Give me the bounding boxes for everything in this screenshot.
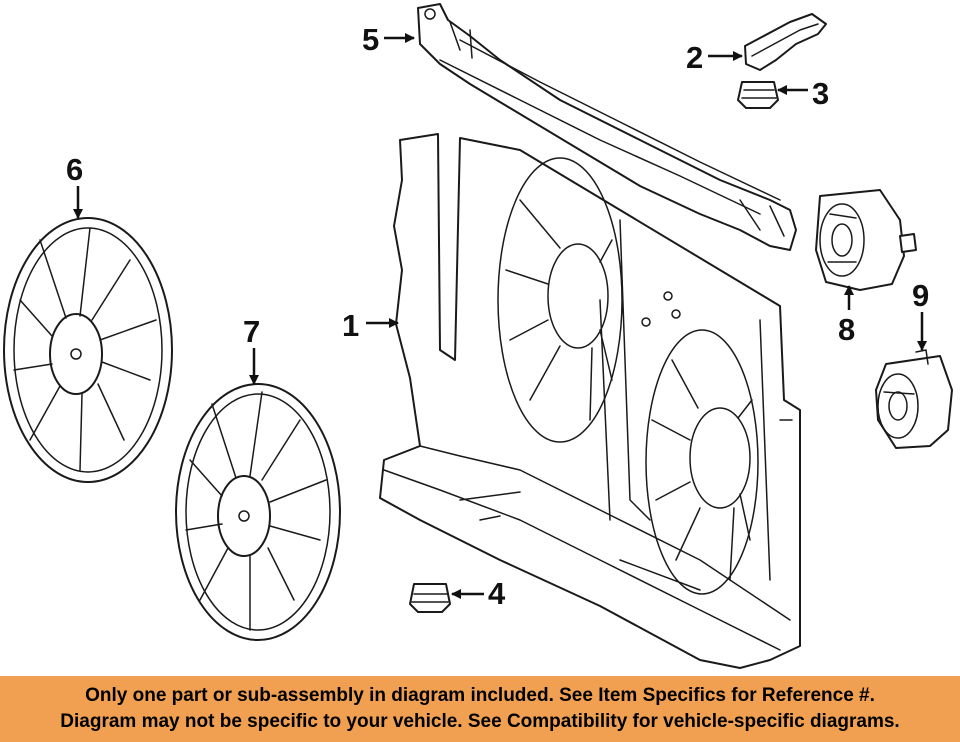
callout-9: 9: [912, 278, 929, 313]
disclaimer-line-1: Only one part or sub-assembly in diagram…: [85, 685, 875, 706]
callout-1: 1: [342, 308, 359, 343]
fan-motor-lower: [875, 349, 953, 449]
disclaimer-banner: Only one part or sub-assembly in diagram…: [0, 676, 960, 742]
fan-motor-upper: [815, 189, 917, 291]
lower-grommet: [409, 583, 451, 613]
leader-arrows: [73, 33, 927, 599]
fan-blade-large: [3, 217, 173, 483]
bracket-part: [744, 13, 827, 71]
callout-4: 4: [488, 576, 506, 611]
callout-8: 8: [838, 312, 855, 347]
fan-shroud: [379, 133, 801, 669]
parts-diagram: 5 2 3 1 6 7 8 9 4: [3, 3, 953, 669]
callout-6: 6: [66, 152, 83, 187]
grommet-part: [737, 81, 779, 109]
callout-2: 2: [686, 40, 703, 75]
fan-blade-small: [175, 383, 341, 641]
disclaimer-line-2: Diagram may not be specific to your vehi…: [60, 711, 900, 732]
callout-3: 3: [812, 76, 829, 111]
callout-5: 5: [362, 22, 379, 57]
callout-7: 7: [243, 314, 260, 349]
upper-support-bracket: [417, 3, 797, 251]
